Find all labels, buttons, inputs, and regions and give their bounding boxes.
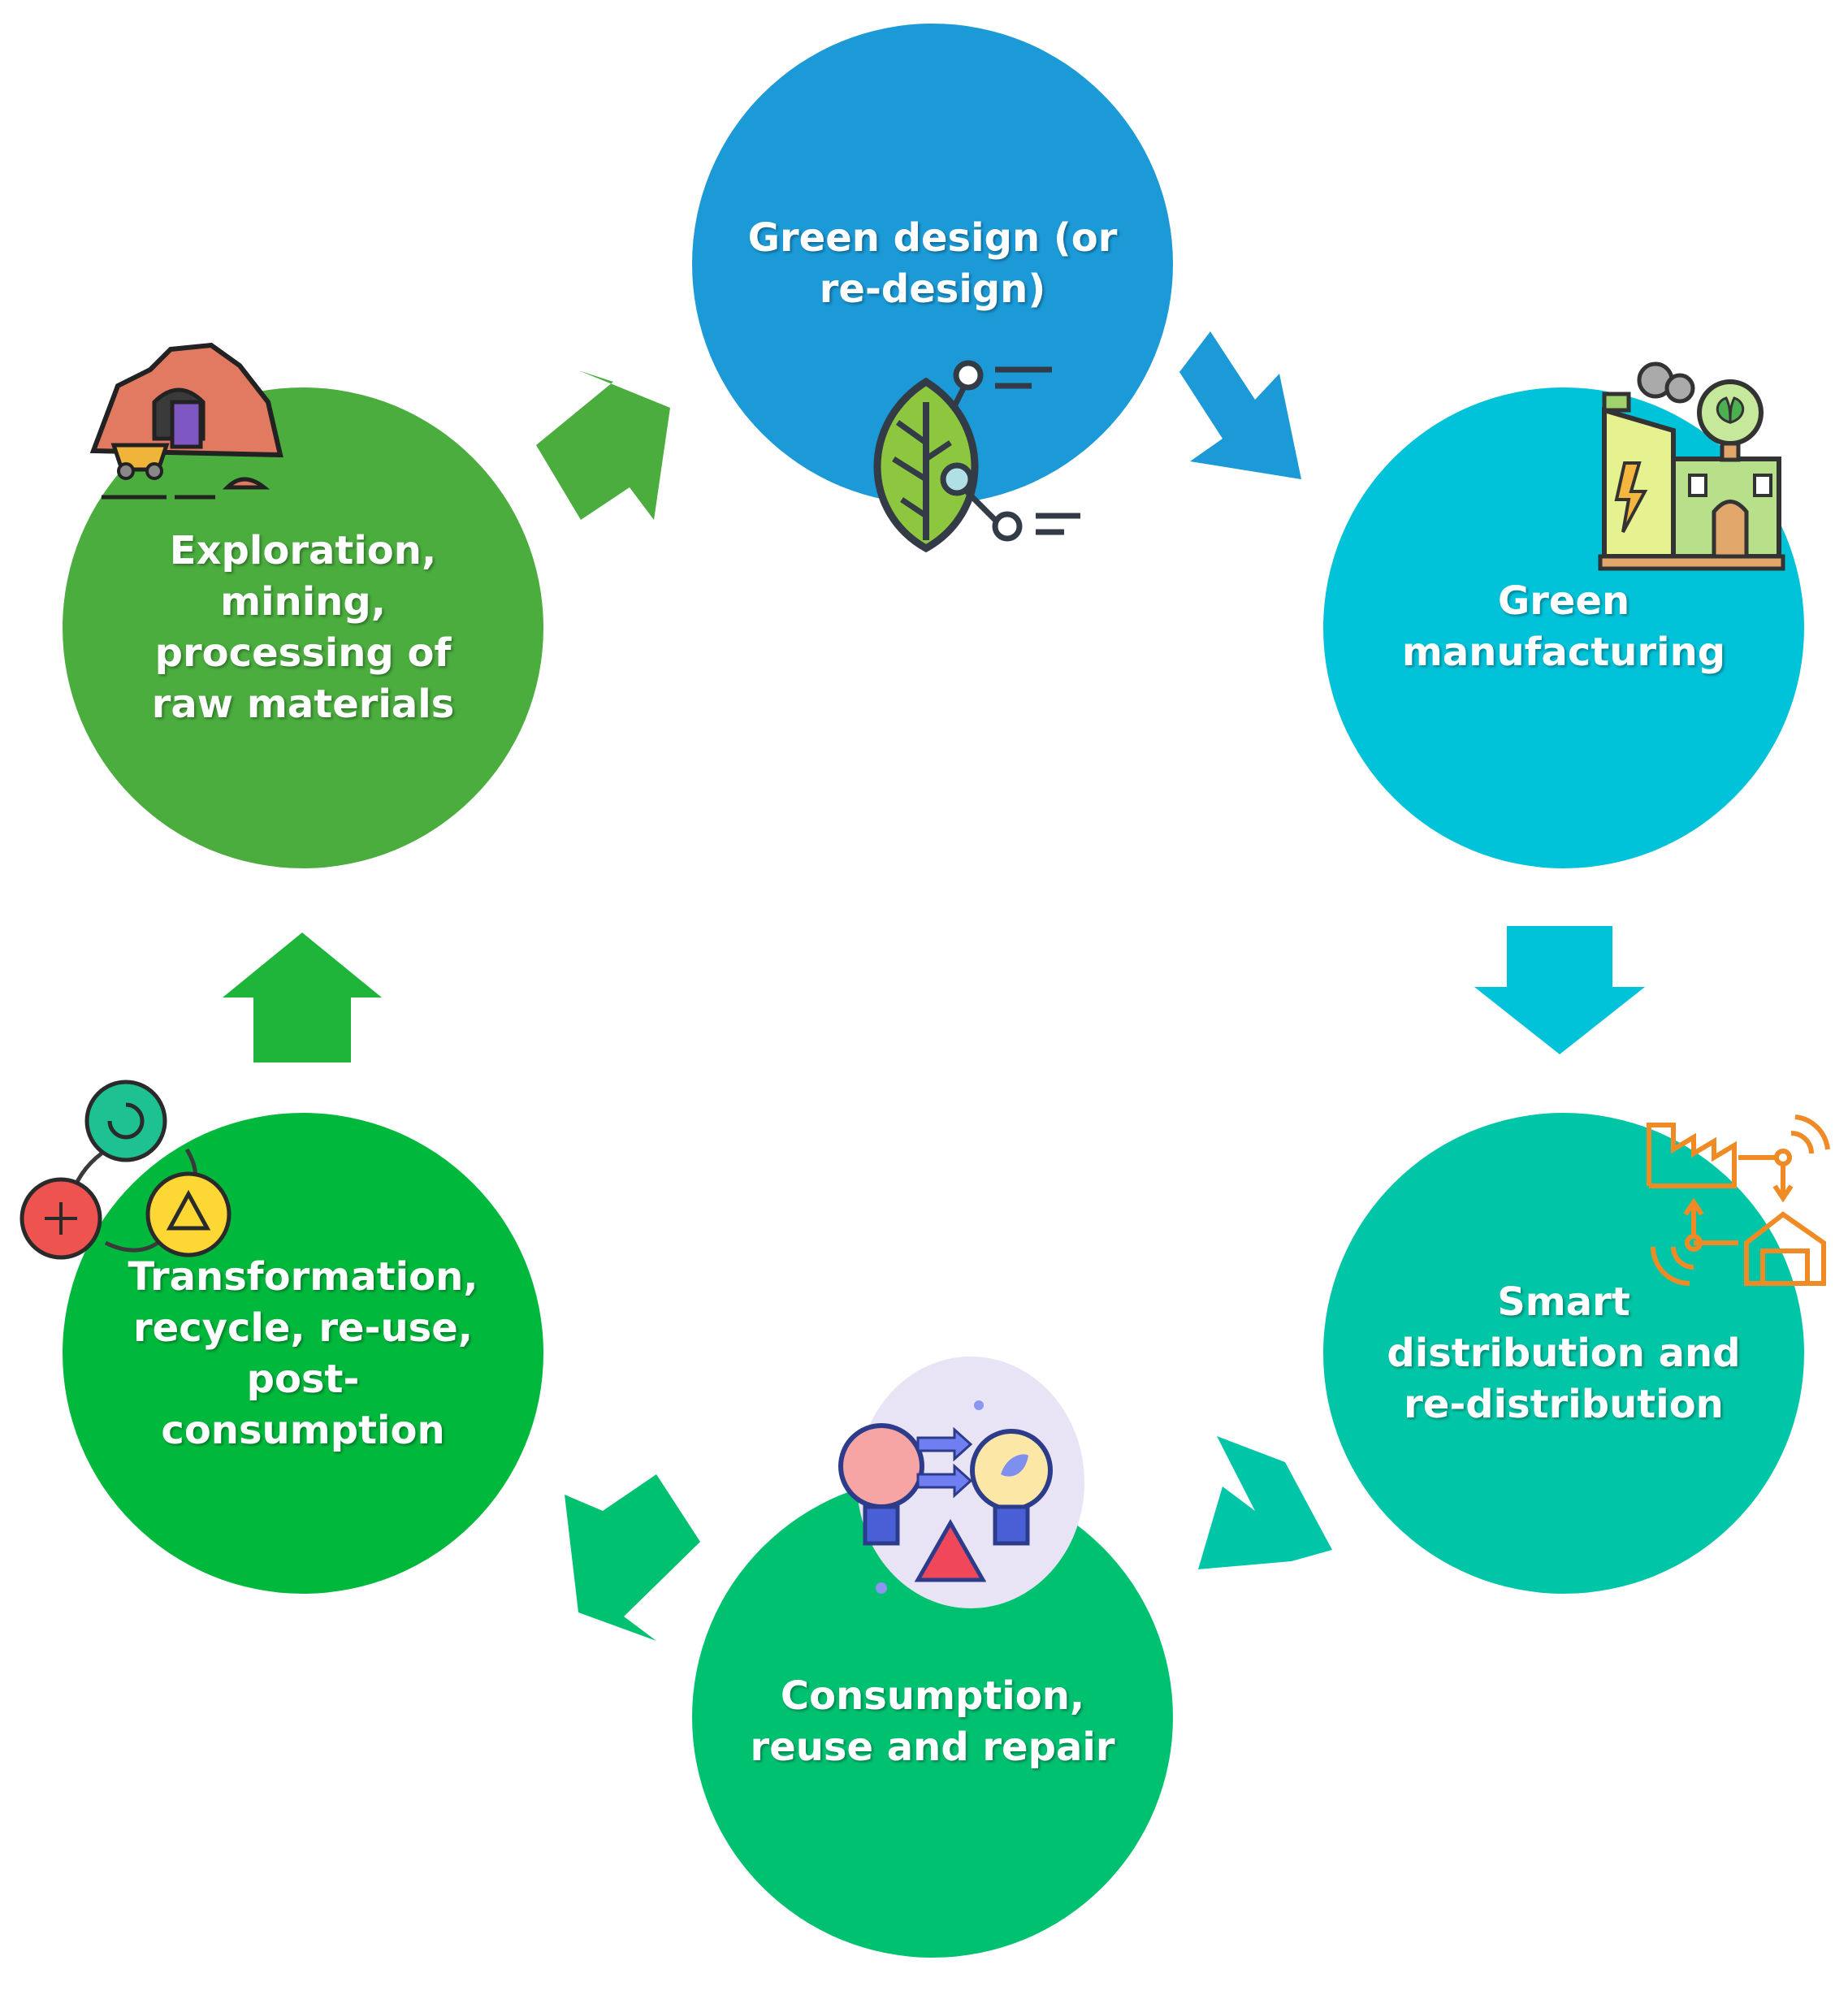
label-line: re-distribution [1404,1382,1724,1427]
label-exploration: Exploration, mining, processing of raw mate… [59,526,547,730]
lightbulb-recycle-icon [838,1357,1084,1608]
node-exploration [63,387,543,868]
label-line: re-design) [819,266,1046,312]
label-smart-distribution: Smart distribution and re-distribution [1320,1277,1807,1430]
node-consumption [692,1477,1173,1958]
mine-cart-icon [89,342,283,500]
reduce-reuse-recycle-icon [19,1080,232,1260]
label-line: Green design (or [747,215,1118,261]
label-line: raw materials [151,682,455,727]
arrow-transformation-to-exploration [223,933,382,1062]
label-line: consumption [161,1408,445,1453]
factory-warehouse-network-icon [1647,1114,1830,1286]
label-line: Transformation, [128,1254,478,1300]
node-smart-distribution [1323,1113,1804,1594]
label-line: Green [1497,578,1630,624]
green-factory-icon [1598,361,1785,571]
node-green-design [692,24,1173,504]
arrow-design-to-manufacturing [1179,331,1301,479]
label-line: Smart [1497,1279,1630,1325]
label-line: Exploration, [169,528,437,573]
label-line: distribution and [1387,1331,1741,1376]
label-line: processing of [154,630,452,676]
label-line: post- [246,1357,360,1402]
label-line: reuse and repair [750,1725,1115,1770]
label-green-design: Green design (or re-design) [689,213,1176,315]
arrow-exploration-to-design [536,370,670,520]
label-line: manufacturing [1401,630,1726,675]
label-line: Consumption, [780,1673,1085,1719]
arrow-manufacturing-to-distribution [1474,926,1645,1054]
label-consumption: Consumption, reuse and repair [689,1671,1176,1773]
leaf-network-icon [873,360,1080,553]
label-line: recycle, re-use, [132,1305,474,1351]
arrow-distribution-to-consumption [1198,1436,1332,1569]
arrow-consumption-to-transformation [565,1474,700,1641]
label-green-manufacturing: Green manufacturing [1320,576,1807,678]
label-transformation: Transformation, recycle, re-use, post-cons… [59,1252,547,1456]
label-line: mining, [220,579,386,625]
